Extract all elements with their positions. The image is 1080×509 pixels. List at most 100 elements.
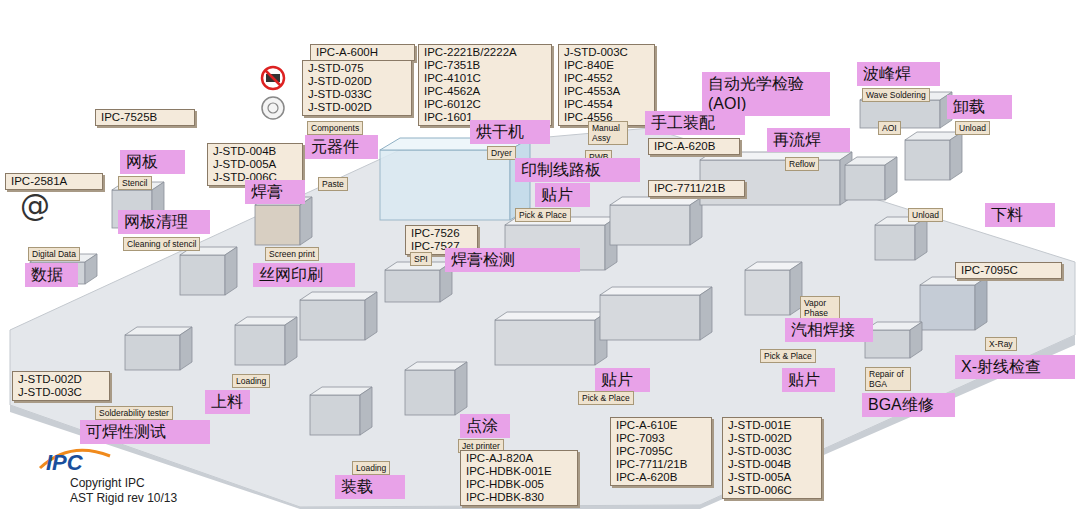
standard-box: J-STD-002DJ-STD-003C [12,371,110,401]
tag-text: X-Ray [989,339,1013,349]
chinese-label: 手工装配 [645,111,745,135]
label-text: 贴片 [601,370,644,390]
chinese-label: 装载 [335,475,405,499]
chinese-label: BGA维修 [862,393,955,417]
standard-code: IPC-7525B [101,111,189,124]
standard-code: J-STD-004B [728,458,816,471]
copyright-note: Copyright IPC [70,476,145,490]
standard-code: IPC-7093 [616,432,706,445]
standard-code: J-STD-033C [308,88,406,101]
standard-code: J-STD-003C [18,386,104,399]
standard-code: IPC-2221B/2222A [424,46,546,59]
standard-code: IPC-7526 [411,227,472,240]
tag-label: Components [307,121,363,135]
standard-box: IPC-7525B [95,109,195,126]
label-text: 数据 [31,265,72,285]
tag-label: X-Ray [985,337,1017,351]
tag-text: Unload [912,210,939,220]
label-text: X-射线检查 [961,357,1069,377]
label-text: 再流焊 [773,130,844,150]
standard-box: IPC-2221B/2222AIPC-7351BIPC-4101CIPC-456… [418,44,552,126]
tag-label: Pick & Place [515,208,571,222]
label-text: 下料 [991,205,1049,225]
standard-code: IPC-A-610E [616,419,706,432]
standard-code: J-STD-005A [213,158,297,171]
label-text: BGA维修 [868,395,949,415]
tag-label: Paste [318,177,348,191]
chinese-label: 点涂 [460,414,510,438]
chinese-label: 数据 [25,263,78,287]
label-text: 装载 [341,477,399,497]
standard-code: IPC-4554 [564,98,649,111]
tag-text: Pick & Place [764,351,812,361]
chinese-label: 元器件 [305,135,378,159]
standard-code: J-STD-001E [728,419,816,432]
tag-label: Solderability tester [95,406,173,420]
chinese-label: 烘干机 [470,120,550,144]
chinese-label: 卸载 [947,95,1012,119]
chinese-label: 波峰焊 [857,62,940,86]
standard-code: IPC-4101C [424,72,546,85]
standard-box: IPC-A-620B [648,138,740,155]
standard-code: IPC-2581A [11,175,97,188]
tag-text: Wave Soldering [866,90,926,100]
label-text: 焊膏 [251,182,299,202]
label-text: 烘干机 [476,122,544,142]
tag-text: Digital Data [32,249,76,259]
standard-code: IPC-A-620B [654,140,734,153]
tag-label: Loading [232,374,270,388]
label-text: 贴片 [541,185,584,205]
tag-label: SPI [410,252,432,266]
standard-box: IPC-2581A [5,173,103,190]
label-text: 贴片 [788,370,829,390]
tag-text: Pick & Place [582,393,630,403]
tag-text: Vapor Phase [804,298,836,318]
tag-label: Pick & Place [760,349,816,363]
tag-label: Dryer [487,146,516,160]
label-text: 丝网印刷 [259,265,349,285]
label-text: 上料 [211,392,244,412]
tag-label: Wave Soldering [862,88,930,102]
chinese-label: 下料 [985,203,1055,227]
tag-text: Manual Assy [592,123,624,143]
chinese-label: 贴片 [595,368,650,392]
standard-box: J-STD-001EJ-STD-002DJ-STD-003CJ-STD-004B… [722,417,822,499]
label-text: 网板清理 [124,212,204,232]
standard-code: J-STD-002D [308,101,406,114]
standard-box: IPC-7711/21B [648,180,745,197]
tag-label: Loading [352,461,390,475]
standard-code: IPC-A-620B [616,471,706,484]
standard-code: IPC-4552 [564,72,649,85]
label-text: 卸载 [953,97,1006,117]
tag-label: Stencil [118,176,152,190]
standard-code: IPC-4562A [424,85,546,98]
chinese-label: 可焊性测试 [80,420,210,444]
tag-label: Cleaning of stencil [123,237,200,251]
tag-label: Reflow [785,157,819,171]
chinese-label: 再流焊 [767,128,850,152]
label-text: 自动光学检验 (AOI) [708,74,824,114]
chinese-label: 网板清理 [118,210,210,234]
tag-text: Loading [356,463,386,473]
standard-code: IPC-6012C [424,98,546,111]
standard-box: IPC-A-610EIPC-7093IPC-7095CIPC-7711/21BI… [610,417,712,486]
standard-code: J-STD-003C [564,46,649,59]
tag-label: Digital Data [28,247,80,261]
standard-code: IPC-7711/21B [654,182,739,195]
standard-box: IPC-AJ-820AIPC-HDBK-001EIPC-HDBK-005IPC-… [460,450,578,506]
chinese-label: 丝网印刷 [253,263,355,287]
standard-code: IPC-4553A [564,85,649,98]
chinese-label: 焊膏 [245,180,305,204]
label-text: 可焊性测试 [86,422,204,442]
chinese-label: 网板 [120,150,185,174]
label-text: 网板 [126,152,179,172]
tag-text: Repair of BGA [869,369,907,389]
logo-text: IPC [46,450,83,476]
standard-code: IPC-7351B [424,59,546,72]
chinese-label: 印制线路板 [515,158,640,182]
tag-text: SPI [414,254,428,264]
standard-code: J-STD-003C [728,445,816,458]
standard-code: IPC-A-600H [316,46,409,59]
standard-code: J-STD-020D [308,75,406,88]
standard-code: IPC-7095C [616,445,706,458]
